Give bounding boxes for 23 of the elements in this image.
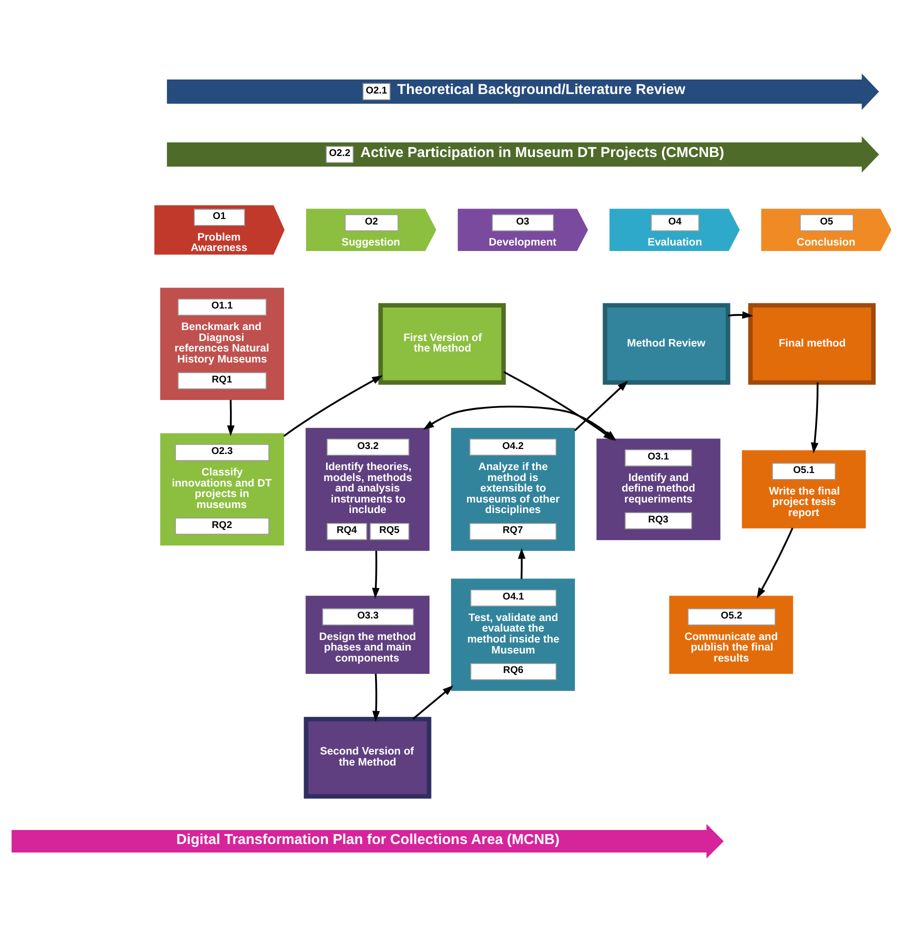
node-box: O3.3 Design the method phases and main components — [306, 596, 430, 674]
node-box: Second Version of the Method — [304, 716, 432, 799]
arrow — [728, 311, 754, 319]
arrow — [283, 375, 383, 437]
arrow — [518, 548, 526, 579]
arrow — [756, 528, 794, 599]
arrow — [810, 382, 819, 454]
arrow — [227, 400, 235, 436]
arrow — [412, 685, 454, 720]
arrow — [372, 674, 380, 722]
node-box: O3.2 Identify theories, models, methods and analysis instruments to include RQ4 RQ5 — [306, 428, 430, 551]
node-box: Method Review — [602, 303, 730, 385]
arrow — [372, 550, 380, 599]
arrow — [574, 380, 628, 432]
node-box: O2.3 Classify innovations and DT projects in museums RQ2 — [160, 433, 284, 546]
node-box: First Version of the Method — [378, 303, 506, 385]
node-box: O5.2 Communicate and publish the final results — [669, 596, 794, 674]
node-box: Final method — [748, 303, 876, 385]
node-box: O4.1 Test, validate and evaluate the method inside the Museum RQ6 — [451, 578, 575, 691]
node-box: O3.1 Identify and define method requeriments RQ3 — [596, 438, 720, 540]
node-box: O4.2 Analyze if the method is extensible to museums of other disciplines RQ7 — [451, 428, 575, 551]
node-box: O1.1 Benckmark and Diagnosi references Natural History Museums RQ1 — [160, 288, 284, 400]
node-box: O5.1 Write the final project tesis report — [742, 450, 866, 528]
